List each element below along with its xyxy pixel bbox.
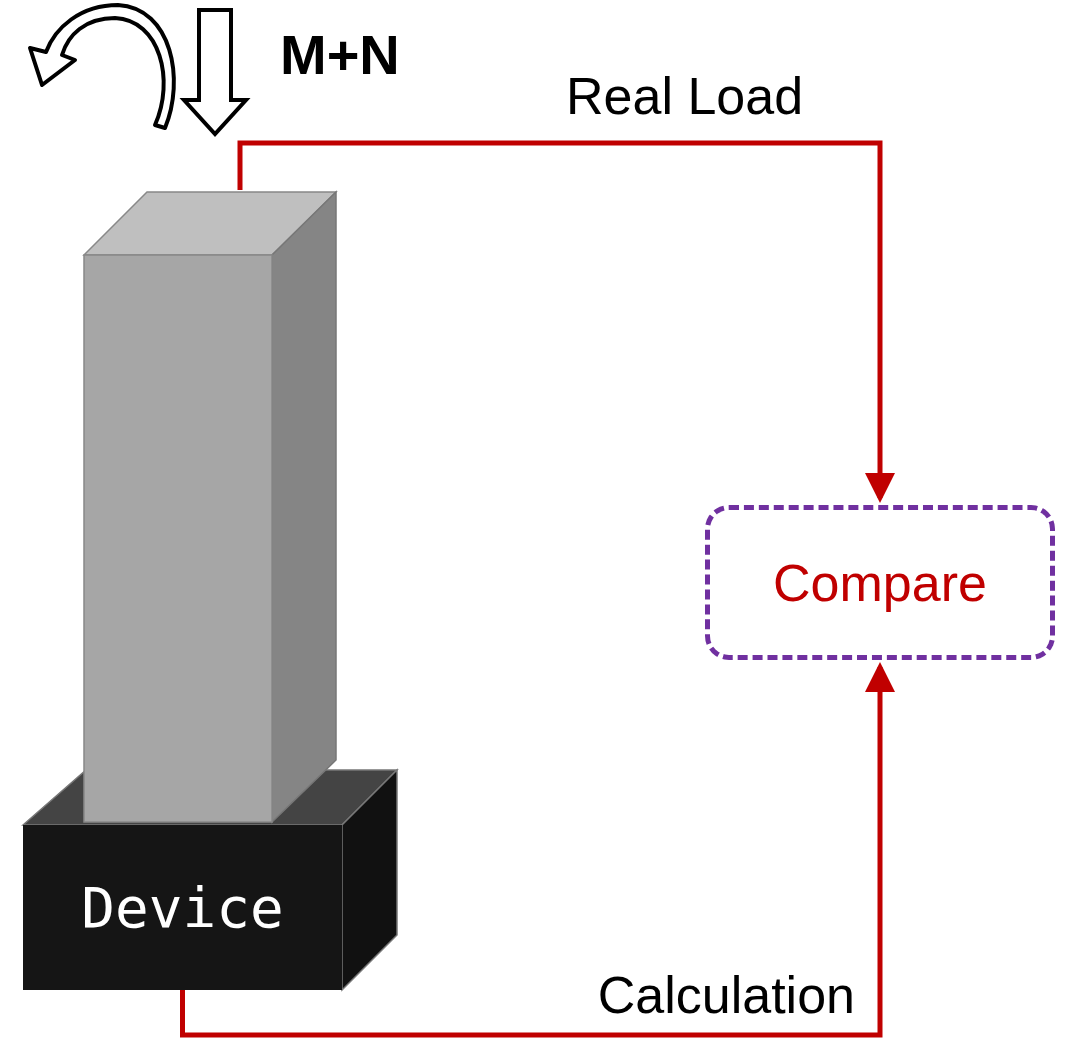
column-side (272, 192, 336, 822)
node-text: Device (81, 875, 283, 940)
force-arrow (184, 10, 246, 134)
column-front (84, 255, 272, 822)
compare-box: Compare (705, 505, 1055, 660)
device-side (342, 770, 397, 990)
moment-arrow (30, 5, 174, 128)
device-box: Device (23, 825, 342, 990)
real-load-line (240, 143, 880, 498)
node-text: Compare (773, 553, 987, 613)
edge-label: Calculation (598, 965, 855, 1025)
load-symbol: M+N (280, 22, 400, 87)
line-label: Real Load (566, 66, 803, 126)
